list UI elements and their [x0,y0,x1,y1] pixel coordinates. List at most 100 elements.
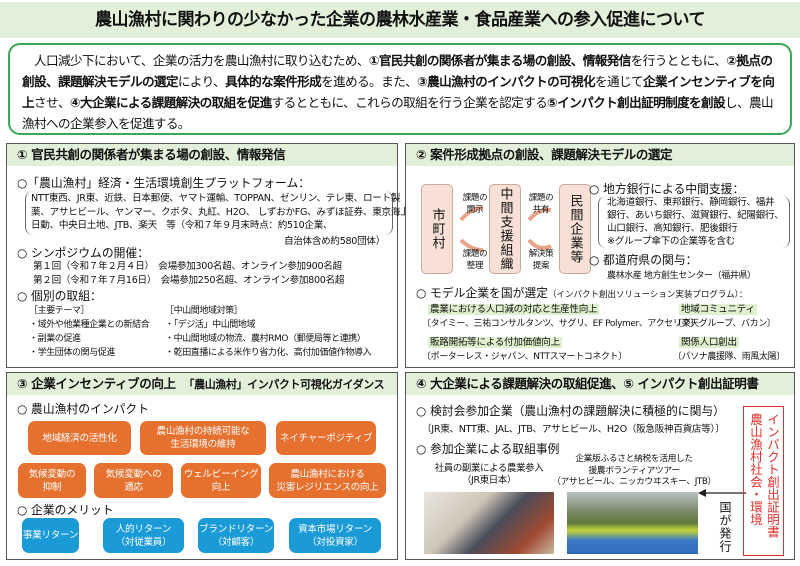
arrow-icon [527,238,552,250]
bracket [25,191,393,235]
individual-heading: ○ 個別の取組： [17,289,102,303]
banks-heading: ○ 地方銀行による中間支援： [589,182,745,196]
merit-item: ブランドリターン （対顧客） [198,518,274,553]
panel-public-private: ① 官民共創の関係者が集まる場の創設、情報発信 ○「農山漁村」経済・生活環境創生… [6,143,410,368]
panel-header: ④ 大企業による課題解決の取組促進、⑤ インパクト創出証明書 [406,373,794,395]
mountain-list: ［中山間地域対策］ ・「デジ活」中山間地域 ・中山間地域の物流、農村RMO（郵便… [165,304,372,360]
header-sub: 「農山漁村」インパクト可視化ガイダンス [183,378,385,391]
intro-emphasis: ②拠点の創設、課題解決モデルの選定 [22,53,773,89]
impact-item: ウェルビーイング 向上 [181,463,261,498]
intro-text: を行うとともに、 [630,53,727,68]
themes-heading: ［主要テーマ］ [29,306,90,316]
bank-line: 山口銀行、高知銀行、肥後銀行 [607,223,738,234]
model-companies: 〔タイミー、三祐コンサルタンツ、サグリ、EF Polymer、アクセリア〕 [422,319,699,329]
impact-item: 気候変動への 適応 [94,463,173,498]
model-category: 農業における人口減の対応と生産性向上 [428,301,600,315]
intro-text: を通じて [595,74,644,89]
intro-text: し、農山漁村への企業参入を促進する。 [22,95,774,131]
symposium-heading: ○ シンポジウムの開催： [17,246,150,260]
model-companies: 〔ポーターレス・ジャパン、NTTスマートコネクト〕 [422,352,627,362]
theme-item: ・学生団体の関与促進 [29,348,116,358]
intro-text: を進める。また、 [321,74,418,89]
impact-item: 地域経済の活性化 [28,421,131,455]
members-line: 日動、中央日土地、JTB、楽天 等（令和７年９月末時点：約510企業、 [31,220,333,231]
merit-item: 資本市場リターン （対投資家） [289,518,381,553]
intro-emphasis: 具体的な案件形成 [225,74,322,89]
case2-caption: 企業版ふるさと納税を活用した 援農ボランティアツアー （アサヒビール、ニッカウヰ… [552,454,716,487]
panel-incentive: ③ 企業インセンティブの向上 「農山漁村」インパクト可視化ガイダンス ○ 農山漁… [6,372,398,560]
intro-emphasis: ①官民共創の関係者が集まる場の創設、情報発信 [368,53,632,68]
panel-case-formation: ② 案件形成拠点の創設、課題解決モデルの選定 市町村 中間支援組織 民間企業等 … [405,143,795,368]
model-companies: 〔楽天グループ、バカン〕 [673,319,776,329]
photo-volunteer-tour [567,492,698,554]
panel-large-companies: ④ 大企業による課題解決の取組促進、⑤ インパクト創出証明書 ○ 検討会参加企業… [405,372,795,560]
impact-item: 農山漁村の持続可能な 生活環境の維持 [140,421,266,455]
cases-heading: ○ 参加企業による取組事例 [416,442,560,456]
bank-note: ※グループ傘下の企業等を含む [607,236,735,247]
platform-members: NTT東西、JR東、近鉄、日本郵便、ヤマト運輸、TOPPAN、ゼンリン、テレ東、… [31,192,410,233]
model-label: 販路開拓等による付加価値向上 [428,337,562,348]
certificate-line: 農山漁村社会・環境 [748,413,763,526]
merit-item: 事業リターン [22,518,79,553]
header-main: ③ 企業インセンティブの向上 [17,376,176,391]
intro-text: させ、 [34,95,71,110]
label-share: 課題の 共有 [528,193,554,215]
members-count: 自治体含め約580団体） [283,236,385,247]
theme-item: ・副業の促進 [29,334,81,344]
model-heading-text: ○ モデル企業を国が選定 [416,286,549,300]
themes-list: ［主要テーマ］ ・域外や他業種企業との新結合 ・副業の促進 ・学生団体の関与促進 [29,304,150,360]
intro-emphasis: ⑤インパクト創出証明制度を創設 [547,95,726,110]
panel-header: ③ 企業インセンティブの向上 「農山漁村」インパクト可視化ガイダンス [7,373,397,395]
prefecture-heading: ○ 都道府県の関与： [589,253,698,267]
impact-item: 農山漁村における 災害レジリエンスの向上 [269,463,386,498]
arrow-left-icon [698,489,746,497]
impact-heading: ○ 農山漁村のインパクト [17,402,150,416]
private-company-box: 民間企業等 [559,184,591,274]
merit-heading: ○ 企業のメリット [17,503,114,517]
intro-emphasis: ③農山漁村のインパクトの可視化 [417,74,596,89]
label-propose: 解決策 提案 [528,249,554,271]
mountain-item: ・中山間地域の物流、農村RMO（郵便局等と連携） [165,334,366,344]
intermediary-box: 中間支援組織 [489,184,521,274]
model-heading-sub: （インパクト創出ソリューション実装プログラム）： [548,290,748,300]
panel-header: ② 案件形成拠点の創設、課題解決モデルの選定 [406,144,794,166]
issued-by-state: 国が発行 [718,501,732,553]
council-members: 〔JR東、NTT東、JAL、JTB、アサヒビール、H2O（阪急阪神百貨店等）〕 [422,424,725,435]
intro-emphasis: 企業インセンティブを向上 [22,74,775,110]
intro-text: 人口減少下において、企業の活力を農山漁村に取り込むため、 [22,53,369,68]
model-label: 農業における人口減の対応と生産性向上 [428,304,600,315]
session-item: 第２回（令和７年７月16日） 会場参加250名超、オンライン参加800名超 [33,275,345,286]
platform-heading: ○「農山漁村」経済・生活環境創生プラットフォーム： [17,176,311,190]
page-title: 農山漁村に関わりの少なかった企業の農林水産業・食品産業への参入促進について [0,2,800,38]
model-category: 販路開拓等による付加価値向上 [428,334,562,348]
session-item: 第１回（令和７年２月４日） 会場参加300名超、オンライン参加900名超 [33,261,342,272]
intro-emphasis: ④大企業による課題解決の取組を促進 [69,95,272,110]
mountain-item: ・乾田直播による米作り省力化、高付加価値作物導入 [165,348,372,358]
photo-side-job-farming [424,492,554,554]
banks-list: 北海道銀行、東邦銀行、静岡銀行、福井 銀行、あいち銀行、滋賀銀行、紀陽銀行、 山… [607,196,784,248]
model-category: 関係人口創出 [679,334,739,348]
council-heading: ○ 検討会参加企業（農山漁村の課題解決に積極的に関与） [416,404,725,418]
arrow-icon [527,207,552,222]
members-line: NTT東西、JR東、近鉄、日本郵便、ヤマト運輸、TOPPAN、ゼンリン、テレ東、… [31,193,401,204]
model-category: 地域コミュニティ [679,301,757,315]
label-organize: 課題の 整理 [462,249,488,271]
bank-line: 銀行、あいち銀行、滋賀銀行、紀陽銀行、 [607,210,784,221]
impact-certificate: 農山漁村社会・環境 インパクト創出証明書 [743,406,784,556]
impact-item: 気候変動の 抑制 [18,463,86,498]
mountain-heading: ［中山間地域対策］ [165,306,243,316]
members-line: 薬、アサヒビール、ヤンマー、クボタ、丸紅、H2O、 しずおかFG、みずほ証券、東… [31,206,410,218]
label-disclose: 課題の 開示 [462,193,488,215]
panel-header: ① 官民共創の関係者が集まる場の創設、情報発信 [7,144,397,166]
theme-item: ・域外や他業種企業との新結合 [29,320,150,330]
bank-line: 北海道銀行、東邦銀行、静岡銀行、福井 [607,197,775,208]
arrow-icon [459,238,484,252]
intro-summary: 人口減少下において、企業の活力を農山漁村に取り込むため、①官民共創の関係者が集ま… [8,43,792,135]
case1-caption: 社員の副業による農業参入 （JR東日本） [434,463,544,486]
cycle-arrows [459,206,552,252]
municipality-box: 市町村 [421,184,453,274]
intro-text: するとともに、これらの取組を行う企業を認定する [271,95,548,110]
impact-item: ネイチャーポジティブ [276,421,376,455]
symposium-list: 第１回（令和７年２月４日） 会場参加300名超、オンライン参加900名超 第２回… [33,260,344,288]
bracket [598,196,790,248]
